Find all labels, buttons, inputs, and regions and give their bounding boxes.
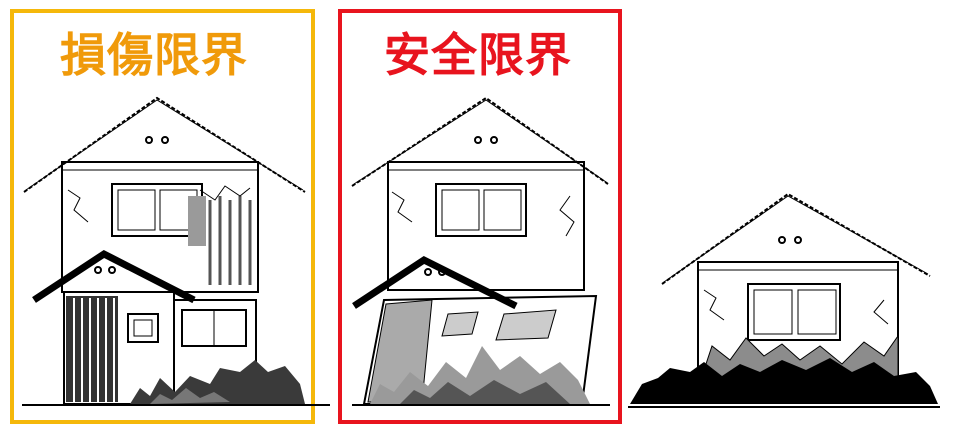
- house-first-floor-collapsed: [351, 96, 609, 405]
- safety-limit-frame: [338, 9, 622, 424]
- house-damaged: [23, 96, 306, 405]
- safety-limit-label: 安全限界: [384, 28, 572, 82]
- damage-limit-label: 損傷限界: [60, 28, 248, 82]
- house-fully-collapsed: [630, 192, 938, 404]
- damage-limit-frame: [10, 9, 315, 424]
